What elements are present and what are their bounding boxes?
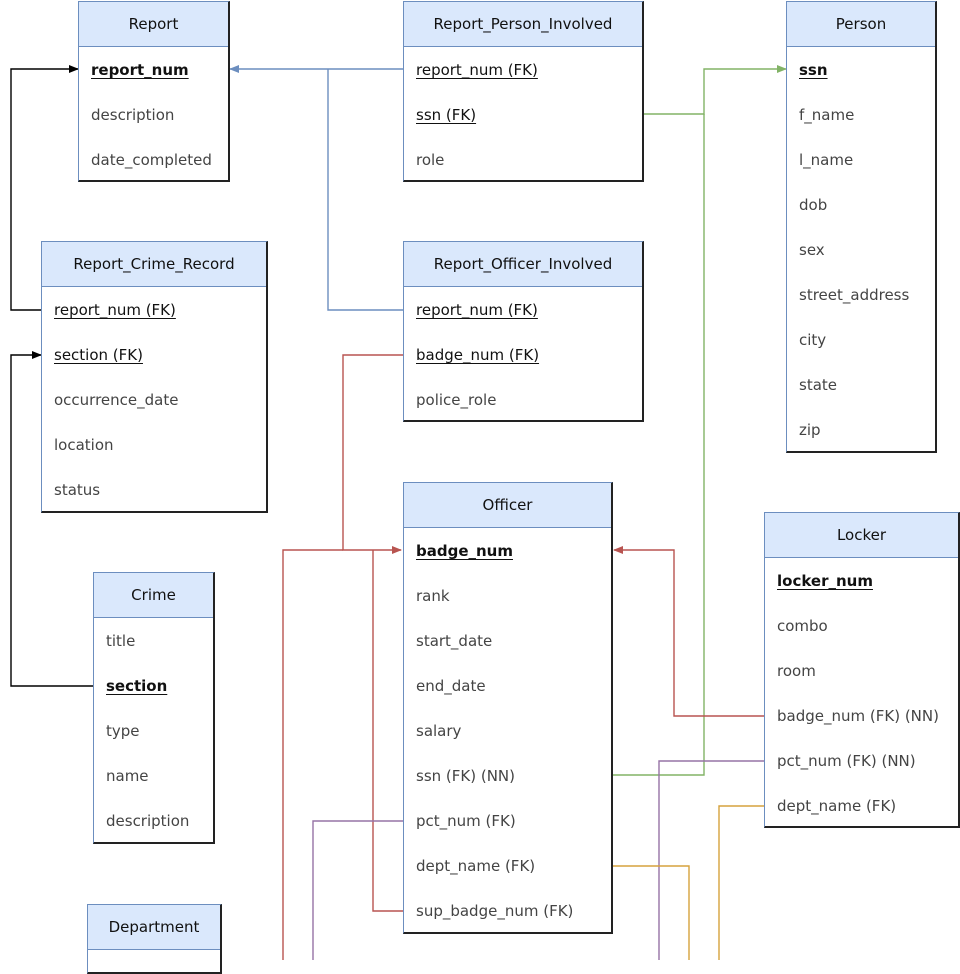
entity-department[interactable]: Department bbox=[87, 904, 222, 974]
field-ssn-fk: ssn (FK) bbox=[416, 106, 477, 124]
field-salary: salary bbox=[416, 722, 462, 740]
entity-title: Department bbox=[88, 905, 220, 950]
entity-crime[interactable]: Crime title section type name descriptio… bbox=[93, 572, 215, 844]
field-description: description bbox=[106, 812, 190, 830]
entity-title: Report bbox=[79, 2, 228, 47]
field-start-date: start_date bbox=[416, 632, 493, 650]
entity-officer[interactable]: Officer badge_num rank start_date end_da… bbox=[403, 482, 613, 934]
field-ssn-fk-nn: ssn (FK) (NN) bbox=[416, 767, 515, 785]
field-section-fk: section (FK) bbox=[54, 346, 143, 364]
field-report-num-fk: report_num (FK) bbox=[416, 301, 538, 319]
field-dept-name-fk: dept_name (FK) bbox=[416, 857, 536, 875]
entity-locker[interactable]: Locker locker_num combo room badge_num (… bbox=[764, 512, 960, 828]
edge-officer-to-person bbox=[612, 114, 705, 776]
field-locker-num: locker_num bbox=[777, 572, 873, 590]
field-state: state bbox=[799, 376, 837, 394]
field-occurrence-date: occurrence_date bbox=[54, 391, 179, 409]
edge-locker-pct bbox=[658, 760, 764, 960]
field-badge-num: badge_num bbox=[416, 542, 513, 560]
entity-title: Report_Person_Involved bbox=[404, 2, 642, 47]
field-zip: zip bbox=[799, 421, 821, 439]
field-name: name bbox=[106, 767, 149, 785]
entity-title: Crime bbox=[94, 573, 213, 618]
field-city: city bbox=[799, 331, 827, 349]
entity-title: Locker bbox=[765, 513, 958, 558]
edge-external-to-officer bbox=[282, 549, 343, 960]
entity-title: Person bbox=[787, 2, 935, 47]
field-dept-name-fk: dept_name (FK) bbox=[777, 797, 897, 815]
entity-title: Report_Officer_Involved bbox=[404, 242, 642, 287]
edge-locker-dept bbox=[718, 805, 764, 960]
field-f-name: f_name bbox=[799, 106, 855, 124]
entity-title: Report_Crime_Record bbox=[42, 242, 266, 287]
edge-officer-involved-to-officer bbox=[342, 354, 403, 554]
field-section: section bbox=[106, 677, 168, 695]
entity-report-person-involved[interactable]: Report_Person_Involved report_num (FK) s… bbox=[403, 1, 644, 182]
field-ssn: ssn bbox=[799, 61, 828, 79]
edge-officer-dept bbox=[612, 865, 690, 960]
edge-crime-record-to-report bbox=[10, 65, 79, 311]
field-rank: rank bbox=[416, 587, 450, 605]
edge-supervisor-to-officer bbox=[372, 550, 403, 912]
edge-officer-involved-to-report bbox=[327, 69, 403, 311]
field-report-num-fk: report_num (FK) bbox=[54, 301, 176, 319]
edge-person-involved-to-person bbox=[643, 65, 787, 115]
field-title: title bbox=[106, 632, 136, 650]
field-room: room bbox=[777, 662, 816, 680]
entity-report-crime-record[interactable]: Report_Crime_Record report_num (FK) sect… bbox=[41, 241, 268, 513]
field-pct-num-fk: pct_num (FK) bbox=[416, 812, 516, 830]
field-report-num: report_num bbox=[91, 61, 189, 79]
field-street-address: street_address bbox=[799, 286, 910, 304]
field-role: role bbox=[416, 151, 445, 169]
field-badge-num-fk-nn: badge_num (FK) (NN) bbox=[777, 707, 939, 725]
field-l-name: l_name bbox=[799, 151, 854, 169]
edge-locker-to-officer bbox=[613, 546, 764, 717]
field-police-role: police_role bbox=[416, 391, 497, 409]
field-badge-num-fk: badge_num (FK) bbox=[416, 346, 540, 364]
edge-officer-pct bbox=[312, 820, 403, 960]
entity-report-officer-involved[interactable]: Report_Officer_Involved report_num (FK) … bbox=[403, 241, 644, 422]
field-combo: combo bbox=[777, 617, 828, 635]
field-report-num-fk: report_num (FK) bbox=[416, 61, 538, 79]
field-description: description bbox=[91, 106, 175, 124]
entity-person[interactable]: Person ssn f_name l_name dob sex street_… bbox=[786, 1, 937, 453]
field-type: type bbox=[106, 722, 140, 740]
field-end-date: end_date bbox=[416, 677, 486, 695]
field-sup-badge-num-fk: sup_badge_num (FK) bbox=[416, 902, 574, 920]
entity-report[interactable]: Report report_num description date_compl… bbox=[78, 1, 230, 182]
entity-title: Officer bbox=[404, 483, 611, 528]
field-status: status bbox=[54, 481, 101, 499]
field-dob: dob bbox=[799, 196, 828, 214]
field-date-completed: date_completed bbox=[91, 151, 212, 169]
field-pct-num-fk-nn: pct_num (FK) (NN) bbox=[777, 752, 916, 770]
field-sex: sex bbox=[799, 241, 825, 259]
field-location: location bbox=[54, 436, 114, 454]
edge-crime-to-crime-record bbox=[10, 351, 93, 687]
